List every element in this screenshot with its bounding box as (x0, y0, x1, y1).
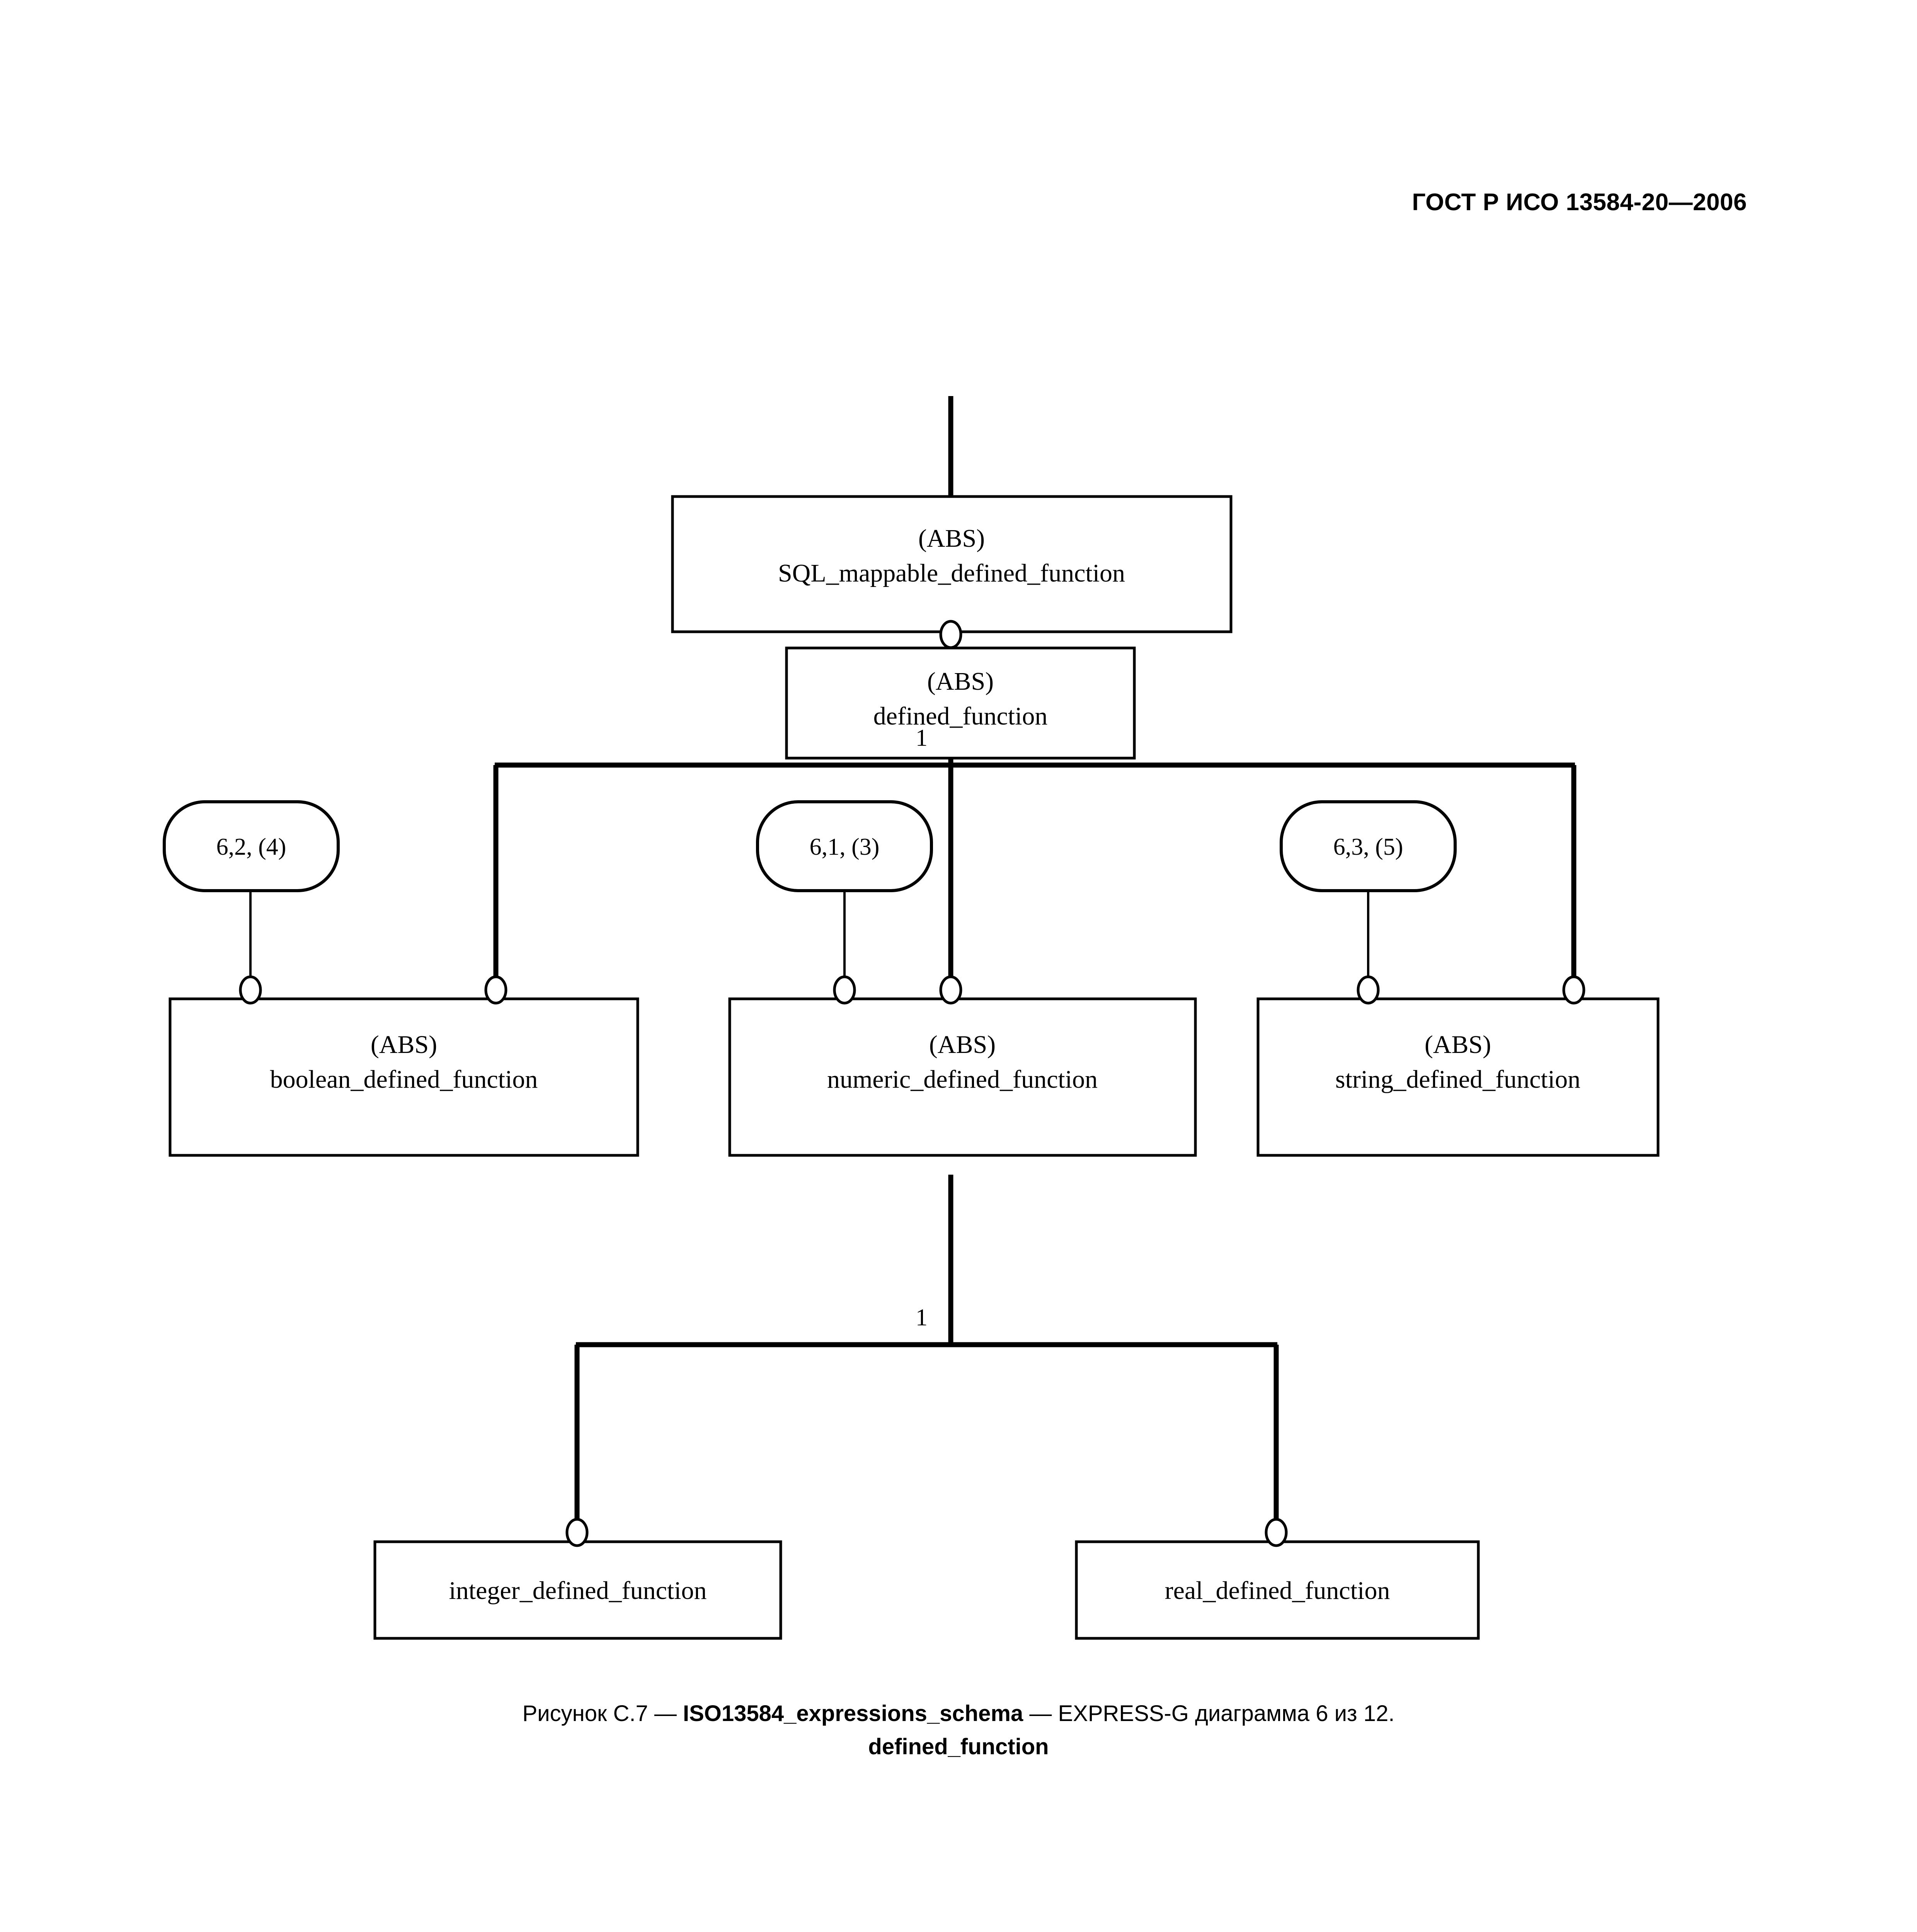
entity-label: string_defined_function (1335, 1065, 1580, 1094)
cardinality-label-top: 1 (916, 725, 928, 751)
entity-abs-tag: (ABS) (927, 667, 994, 696)
entity-box (1256, 997, 1660, 1157)
circle-marker-supertype-sqlmappable (939, 620, 962, 649)
page-ref-shape (1280, 800, 1457, 892)
diagram-canvas: (ABS) SQL_mappable_defined_function (ABS… (163, 396, 1660, 1640)
figure-caption: Рисунок С.7 — ISO13584_expressions_schem… (0, 1697, 1917, 1764)
figure-caption-line-1: Рисунок С.7 — ISO13584_expressions_schem… (0, 1697, 1917, 1730)
circle-marker-subtype-boolean (484, 975, 507, 1005)
circle-marker-ref-string (1357, 975, 1380, 1005)
circle-marker-subtype-string (1562, 975, 1585, 1005)
entity-real-defined-function[interactable]: real_defined_function (1075, 1540, 1480, 1640)
entity-boolean-defined-function[interactable]: (ABS) boolean_defined_function (169, 997, 639, 1157)
cardinality-label-bottom: 1 (916, 1304, 928, 1331)
figure-caption-line-2: defined_function (0, 1730, 1917, 1764)
entity-box (169, 997, 639, 1157)
express-g-diagram: (ABS) SQL_mappable_defined_function (ABS… (0, 232, 1917, 1700)
entity-numeric-defined-function[interactable]: (ABS) numeric_defined_function (728, 997, 1197, 1157)
circle-marker-subtype-numeric (939, 975, 962, 1005)
entity-abs-tag: (ABS) (1425, 1031, 1491, 1059)
caption-entity-name: defined_function (868, 1734, 1049, 1759)
page-ref-label: 6,3, (5) (1333, 834, 1403, 860)
page-ref-boolean[interactable]: 6,2, (4) (163, 800, 340, 892)
circle-marker-ref-numeric (833, 975, 856, 1005)
caption-prefix: Рисунок С.7 — (522, 1701, 683, 1726)
caption-suffix: — EXPRESS-G диаграмма 6 из 12. (1023, 1701, 1395, 1726)
entity-label: numeric_defined_function (827, 1065, 1098, 1094)
entity-label: SQL_mappable_defined_function (778, 559, 1125, 587)
entity-label: integer_defined_function (449, 1577, 707, 1605)
entity-string-defined-function[interactable]: (ABS) string_defined_function (1256, 997, 1660, 1157)
page-ref-label: 6,1, (3) (810, 834, 880, 860)
running-head: ГОСТ Р ИСО 13584-20—2006 (1412, 189, 1747, 216)
page-ref-shape (163, 800, 340, 892)
entity-integer-defined-function[interactable]: integer_defined_function (373, 1540, 782, 1640)
entity-label: defined_function (873, 702, 1048, 730)
page-ref-string[interactable]: 6,3, (5) (1280, 800, 1457, 892)
entity-box (728, 997, 1197, 1157)
entity-sql-mappable-defined-function[interactable]: (ABS) SQL_mappable_defined_function (671, 495, 1233, 633)
page-ref-numeric[interactable]: 6,1, (3) (756, 800, 933, 892)
circle-marker-subtype-real (1265, 1518, 1288, 1547)
entity-box (373, 1540, 782, 1640)
page-ref-label: 6,2, (4) (216, 834, 286, 860)
entity-abs-tag: (ABS) (918, 524, 985, 553)
entity-defined-function[interactable]: (ABS) defined_function (785, 646, 1136, 760)
entity-box (785, 646, 1136, 760)
entity-abs-tag: (ABS) (929, 1031, 996, 1059)
caption-schema-name: ISO13584_expressions_schema (683, 1701, 1023, 1726)
entity-box (671, 495, 1233, 633)
circle-marker-ref-boolean (239, 975, 262, 1005)
entity-box (1075, 1540, 1480, 1640)
entity-label: boolean_defined_function (270, 1065, 538, 1094)
page-ref-shape (756, 800, 933, 892)
entity-label: real_defined_function (1165, 1577, 1390, 1605)
entity-abs-tag: (ABS) (371, 1031, 437, 1059)
circle-marker-subtype-integer (565, 1518, 589, 1547)
